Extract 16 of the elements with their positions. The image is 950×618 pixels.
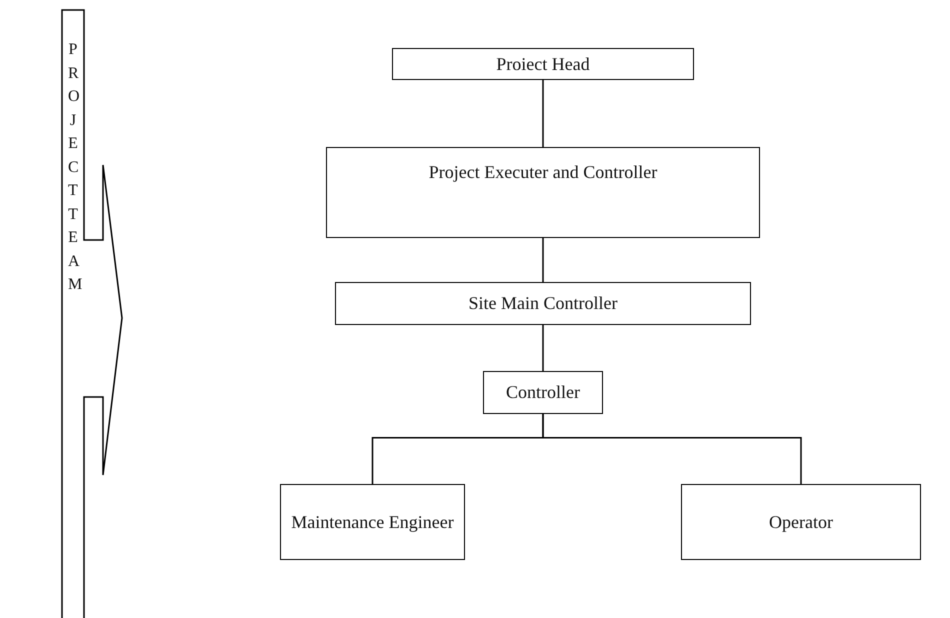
role-label: Maintenance Engineer: [290, 512, 455, 532]
role-label: Operator: [768, 512, 834, 532]
role-box: [681, 484, 921, 560]
role-box: [280, 484, 465, 560]
role-box: [326, 147, 760, 238]
role-box: [392, 48, 694, 80]
role-box: [483, 371, 603, 414]
role-label: Controller: [505, 382, 581, 403]
role-box: [335, 282, 751, 325]
role-label: Project Executer and Controller: [428, 162, 658, 183]
connector-line: [542, 414, 802, 484]
role-label: Proiect Head: [495, 54, 591, 74]
connector-line: [542, 325, 544, 371]
connector-line: [542, 80, 544, 147]
role-label: Site Main Controller: [468, 293, 618, 314]
connector-line: [542, 238, 544, 282]
